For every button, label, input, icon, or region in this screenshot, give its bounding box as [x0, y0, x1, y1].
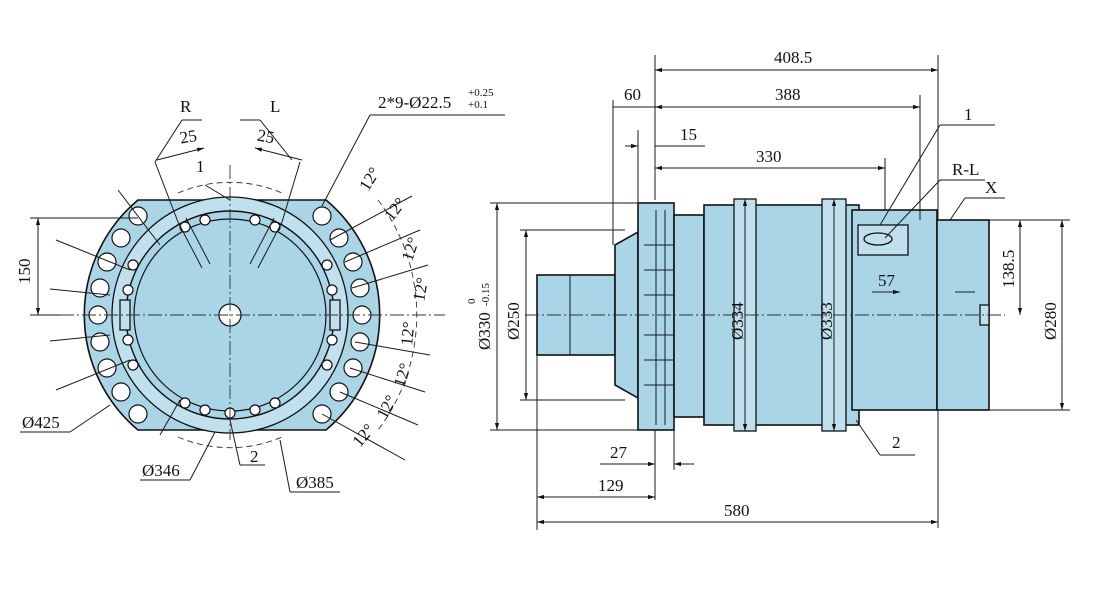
label-r: R	[180, 97, 192, 116]
hole-spec: 2*9-Ø22.5	[378, 93, 451, 112]
bolt-hole	[350, 278, 370, 298]
bolt-hole	[350, 332, 370, 352]
bolt-hole	[329, 382, 349, 402]
front-ports	[177, 217, 283, 269]
pitch-angle: 12°	[349, 420, 379, 450]
inner-hole	[321, 259, 333, 271]
side-callout-1: 1	[964, 105, 973, 124]
pitch-angle: 12°	[380, 194, 410, 224]
dia-425: Ø425	[22, 413, 60, 432]
pitch-angle: 12°	[398, 235, 423, 264]
bolt-hole	[343, 252, 363, 272]
dia-385: Ø385	[296, 473, 334, 492]
dia-250: Ø250	[504, 302, 523, 340]
front-inner-holes	[122, 214, 338, 419]
bolt-hole	[97, 252, 117, 272]
inner-hole	[127, 359, 139, 371]
dia-346: Ø346	[142, 461, 180, 480]
front-radial-lines	[49, 189, 431, 461]
inner-hole	[321, 359, 333, 371]
inner-hole	[269, 397, 281, 409]
pitch-angle: 12°	[409, 276, 432, 303]
callout-rl: R-L	[952, 160, 979, 179]
pitch-angle: 12°	[390, 361, 415, 390]
dia-333: Ø333	[817, 302, 836, 340]
side-fins	[644, 210, 674, 425]
bolt-hole	[312, 206, 332, 226]
inner-hole	[269, 221, 281, 233]
inner-hole	[199, 214, 211, 226]
front-flange-bolt-holes	[88, 206, 372, 424]
pitch-angle: 12°	[355, 164, 384, 194]
bolt-hole	[343, 358, 363, 378]
bolt-hole	[90, 332, 110, 352]
dia-334: Ø334	[728, 302, 747, 340]
dim-330: 330	[756, 147, 782, 166]
dim-388: 388	[775, 85, 801, 104]
side-step	[673, 214, 705, 418]
inner-hole	[122, 334, 134, 346]
bolt-hole	[128, 404, 148, 424]
inner-hole	[326, 334, 338, 346]
dim-150: 150	[15, 259, 34, 285]
hole-tol-lower: +0.1	[468, 99, 488, 111]
dia-330-tol-upper: 0	[466, 298, 478, 304]
bolt-hole	[111, 382, 131, 402]
inner-hole	[249, 404, 261, 416]
label-l: L	[270, 97, 280, 116]
inner-hole	[326, 284, 338, 296]
pitch-angle: 12°	[397, 321, 418, 347]
dim-129: 129	[598, 476, 624, 495]
front-view: R L 25 25 1 2 2*9-Ø22.5 +0.25 +0.1 150 Ø…	[15, 87, 505, 493]
bolt-hole	[329, 228, 349, 248]
inner-hole	[179, 397, 191, 409]
callout-x: X	[985, 178, 997, 197]
hole-tol-upper: +0.25	[468, 87, 494, 99]
dim-57: 57	[878, 271, 896, 290]
dim-27: 27	[610, 443, 628, 462]
dim-138-5: 138.5	[999, 250, 1018, 288]
inner-hole	[249, 214, 261, 226]
dim-580: 580	[724, 501, 750, 520]
bolt-hole	[97, 358, 117, 378]
angle-r: 25	[178, 126, 198, 148]
pitch-angle: 12°	[373, 392, 401, 422]
dia-330: Ø330	[475, 312, 494, 350]
inner-hole	[127, 259, 139, 271]
bolt-hole	[111, 228, 131, 248]
dia-280: Ø280	[1041, 302, 1060, 340]
front-callout-2: 2	[250, 447, 259, 466]
inner-hole	[179, 221, 191, 233]
inner-hole	[199, 404, 211, 416]
side-callout-2: 2	[892, 433, 901, 452]
side-view: 408.5 388 60 15 330 1 R-L X 138.5 57 Ø33…	[466, 48, 1070, 530]
inner-hole	[122, 284, 134, 296]
side-port-ellipse	[863, 232, 893, 246]
dim-408-5: 408.5	[774, 48, 812, 67]
angle-l: 25	[256, 126, 276, 148]
dim-60: 60	[624, 85, 641, 104]
dim-15: 15	[680, 125, 697, 144]
dia-330-tol-lower: -0.15	[480, 283, 492, 306]
front-callout-1: 1	[196, 157, 205, 176]
bolt-hole	[90, 278, 110, 298]
